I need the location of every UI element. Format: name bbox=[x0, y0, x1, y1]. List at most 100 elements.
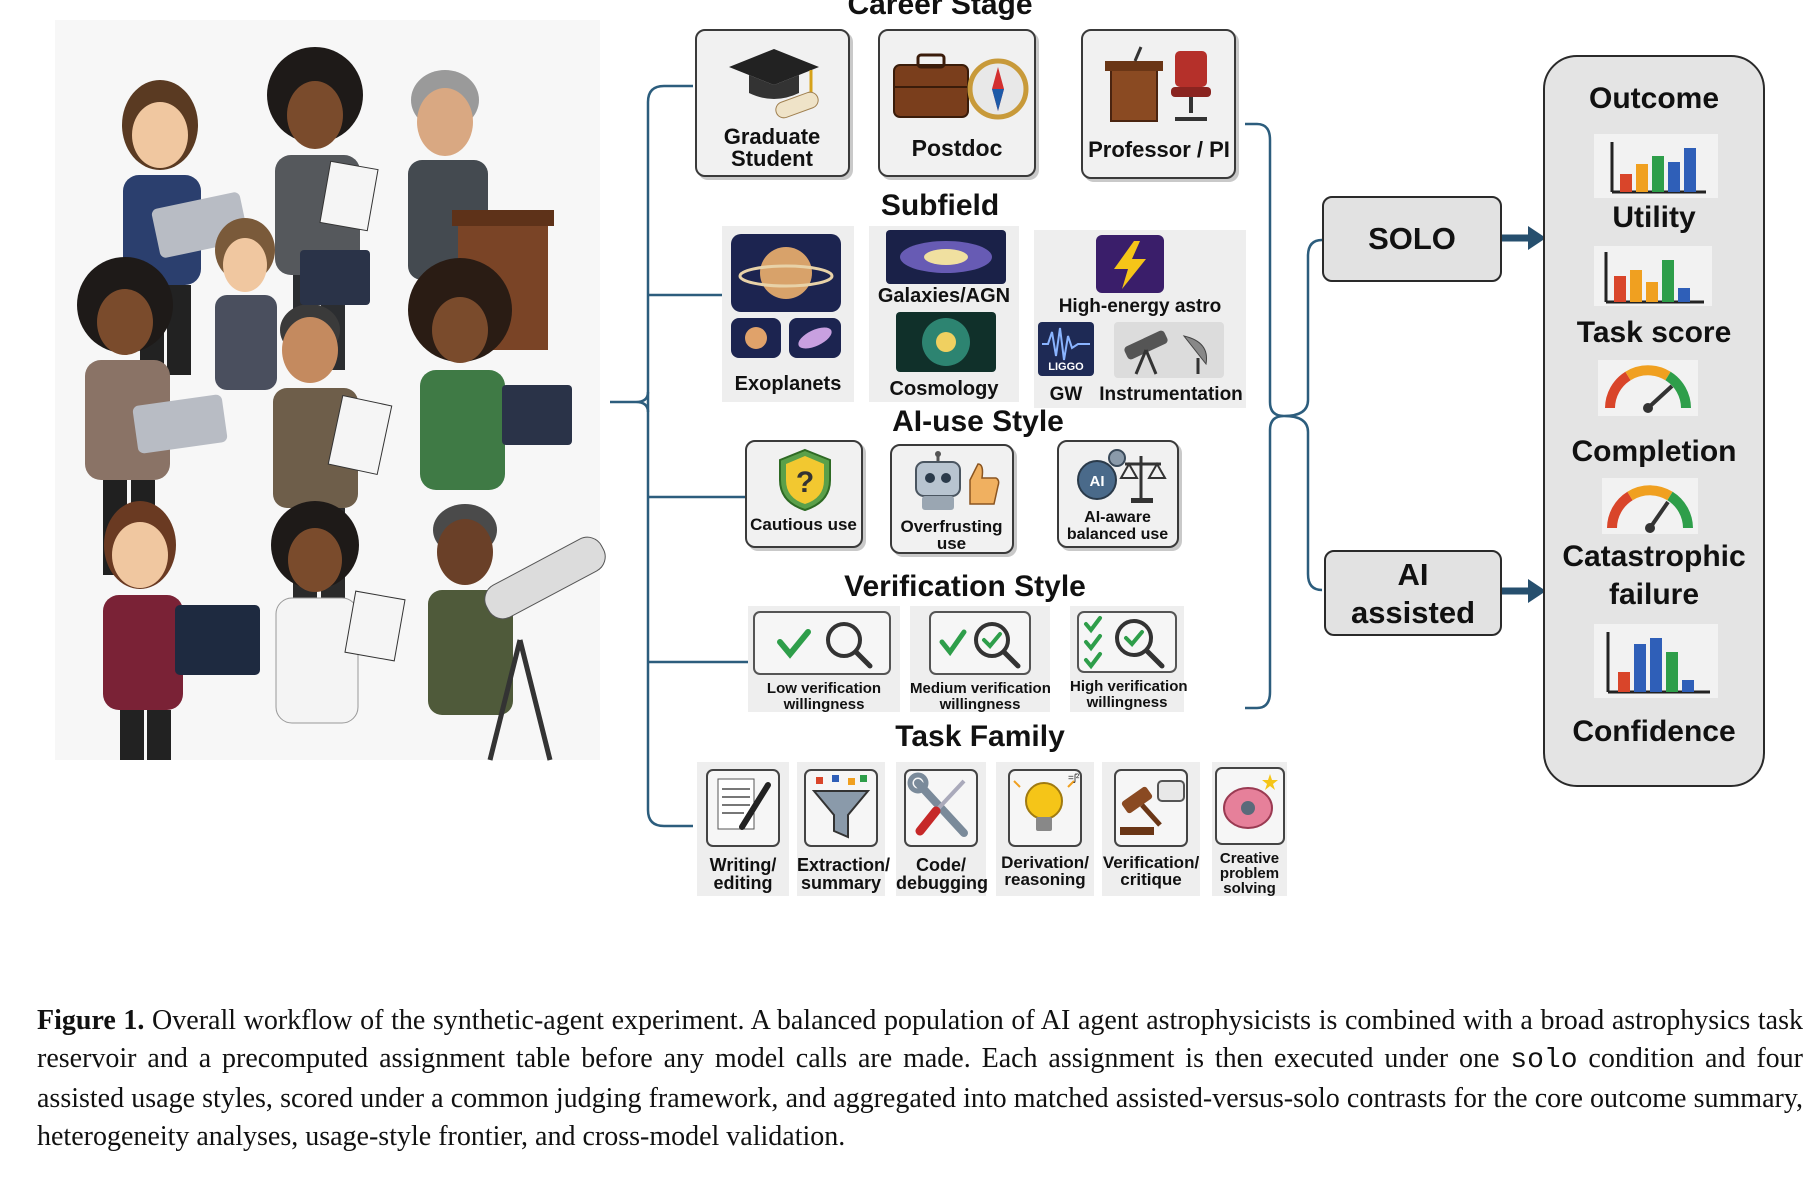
subfield-title: Subfield bbox=[880, 189, 1000, 222]
verification-medium-tile: Medium verification willingness bbox=[910, 606, 1051, 713]
caption-text-part1: Overall workflow of the synthetic-agent … bbox=[37, 1005, 1803, 1074]
high-verification-line2: willingness bbox=[1086, 694, 1168, 711]
ai-use-style-title: AI-use Style bbox=[892, 405, 1064, 438]
low-verification-line2: willingness bbox=[783, 696, 865, 713]
galaxy-icon bbox=[886, 230, 1006, 284]
ai-assisted-mode-box: AI assisted bbox=[1324, 550, 1502, 636]
overtrusting-line2: use bbox=[936, 534, 967, 553]
subfield-high-energy-tile: High-energy astro LIGGO GW Instrumentati… bbox=[1034, 230, 1246, 408]
lightning-icon bbox=[1096, 235, 1164, 293]
task-extraction-tile: Extraction/ summary bbox=[797, 762, 890, 896]
ai-assisted-line2: assisted bbox=[1350, 595, 1476, 630]
subfield-galaxies-cosmology-tile: Galaxies/AGN Cosmology bbox=[869, 226, 1019, 402]
caption-code: solo bbox=[1510, 1045, 1578, 1076]
podium-chair-icon bbox=[1105, 46, 1211, 122]
robot-thumbs-up-icon bbox=[915, 451, 1000, 510]
solo-label: SOLO bbox=[1368, 221, 1456, 256]
task-derivation-tile: =ʃ² Derivation/ reasoning bbox=[996, 762, 1094, 896]
cautious-label: Cautious use bbox=[750, 515, 857, 534]
solo-arrow bbox=[1502, 226, 1546, 250]
svg-text:AI: AI bbox=[1090, 473, 1105, 490]
catastrophic-label: Catastrophic bbox=[1562, 540, 1746, 573]
cosmology-label: Cosmology bbox=[889, 378, 999, 400]
caption-label: Figure 1. bbox=[37, 1005, 145, 1036]
verification-task-line2: critique bbox=[1120, 870, 1182, 889]
medium-verification-line1: Medium verification bbox=[910, 680, 1051, 697]
task-score-label: Task score bbox=[1576, 316, 1732, 349]
task-family-title: Task Family bbox=[895, 720, 1065, 753]
verification-style-title: Verification Style bbox=[844, 570, 1086, 603]
graduation-cap-icon bbox=[729, 49, 819, 119]
extraction-line2: summary bbox=[800, 873, 882, 893]
solo-mode-box: SOLO bbox=[1322, 196, 1502, 282]
ai-assisted-line1: AI bbox=[1397, 557, 1429, 592]
briefcase-compass-icon bbox=[893, 53, 1029, 120]
graduate-line2: Student bbox=[731, 146, 813, 171]
career-professor-card: Professor / PI bbox=[1081, 29, 1236, 179]
task-verification-tile: Verification/ critique bbox=[1102, 762, 1200, 896]
failure-label: failure bbox=[1608, 578, 1700, 611]
utility-bar-chart-icon bbox=[1594, 134, 1718, 198]
career-stage-title: Career Stage bbox=[847, 0, 1033, 21]
task-score-bar-chart-icon bbox=[1594, 246, 1712, 306]
balanced-line2: balanced use bbox=[1066, 526, 1169, 543]
code-line2: debugging bbox=[896, 873, 988, 893]
shield-question-icon: ? bbox=[779, 448, 831, 512]
task-writing-tile: Writing/ editing bbox=[697, 762, 789, 896]
brain-icon bbox=[1215, 767, 1285, 845]
astrophysicist-agents-illustration bbox=[77, 47, 606, 761]
svg-text:?: ? bbox=[796, 466, 814, 499]
confidence-label: Confidence bbox=[1572, 715, 1736, 748]
ai-use-cautious-card: ? Cautious use bbox=[745, 440, 863, 548]
lightbulb-icon: =ʃ² bbox=[1008, 769, 1082, 847]
gear-scale-icon: AI bbox=[1077, 449, 1167, 503]
check-magnifier-low-icon bbox=[753, 611, 891, 675]
creative-line1: Creative bbox=[1219, 850, 1280, 867]
writing-line2: editing bbox=[713, 873, 773, 893]
ai-use-overtrusting-card: Overfrusting use bbox=[890, 444, 1014, 554]
task-code-tile: Code/ debugging bbox=[896, 762, 988, 896]
caption-text-part2: condition and four assisted usage styles… bbox=[37, 1043, 1803, 1152]
graduate-line1: Graduate bbox=[723, 124, 821, 149]
check-magnifier-high-icon bbox=[1077, 611, 1177, 673]
code-screen-icon bbox=[300, 250, 370, 305]
ai-use-balanced-card: AI AI-aware balanced use bbox=[1057, 440, 1179, 548]
cosmology-icon bbox=[896, 312, 996, 372]
gravitational-wave-icon: LIGGO bbox=[1038, 322, 1094, 376]
check-magnifier-medium-icon bbox=[929, 611, 1031, 675]
wrench-screwdriver-icon bbox=[904, 769, 978, 847]
right-bracket bbox=[1245, 122, 1285, 710]
galaxies-label: Galaxies/AGN bbox=[877, 285, 1011, 307]
exoplanets-label: Exoplanets bbox=[734, 373, 842, 395]
postdoc-label: Postdoc bbox=[911, 135, 1003, 161]
task-creative-tile: Creative problem solving bbox=[1212, 762, 1287, 896]
telescope-dish-icon bbox=[1114, 322, 1224, 378]
medium-verification-line2: willingness bbox=[939, 696, 1021, 713]
utility-label: Utility bbox=[1612, 201, 1696, 234]
gw-label: GW bbox=[1049, 384, 1083, 405]
completion-gauge-icon bbox=[1598, 360, 1698, 416]
instrumentation-label: Instrumentation bbox=[1099, 384, 1243, 405]
professor-label: Professor / PI bbox=[1088, 137, 1230, 162]
planet-icon bbox=[731, 234, 841, 358]
high-energy-label: High-energy astro bbox=[1058, 296, 1222, 317]
verification-task-line1: Verification/ bbox=[1102, 853, 1200, 872]
low-verification-line1: Low verification bbox=[766, 680, 882, 697]
mode-bracket bbox=[1283, 238, 1323, 592]
overtrusting-line1: Overfrusting bbox=[900, 517, 1003, 536]
career-postdoc-card: Postdoc bbox=[878, 29, 1036, 177]
confidence-bar-chart-icon bbox=[1594, 624, 1718, 698]
balanced-line1: AI-aware bbox=[1084, 509, 1151, 526]
creative-line2: problem bbox=[1219, 865, 1280, 882]
writing-line1: Writing/ bbox=[709, 855, 777, 875]
derivation-line2: reasoning bbox=[1004, 870, 1086, 889]
career-graduate-student-card: Graduate Student bbox=[695, 29, 850, 177]
catastrophic-failure-gauge-icon bbox=[1602, 478, 1698, 534]
gavel-icon bbox=[1114, 769, 1188, 847]
subfield-exoplanets-tile: Exoplanets bbox=[722, 226, 854, 402]
document-pen-icon bbox=[706, 769, 780, 847]
figure-caption: Figure 1. Overall workflow of the synthe… bbox=[37, 1002, 1803, 1156]
agent-population-illustration bbox=[55, 20, 606, 761]
outcome-header: Outcome bbox=[1588, 82, 1720, 115]
